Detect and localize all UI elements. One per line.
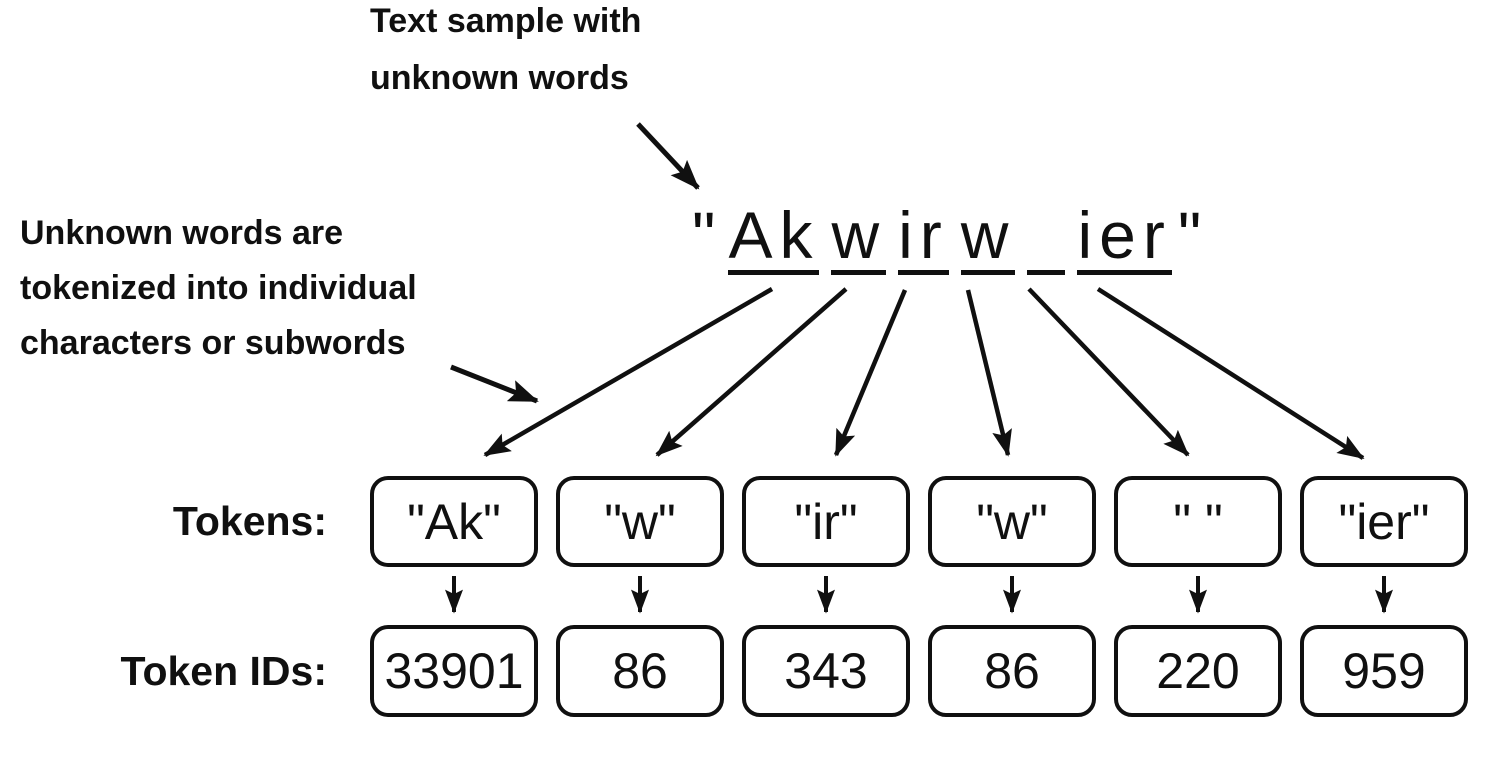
segment-arrow-5-icon	[1027, 287, 1190, 457]
token-id-box-5: 220	[1114, 625, 1282, 717]
token-id-box-6: 959	[1300, 625, 1468, 717]
open-quote: "	[692, 198, 723, 272]
sample-segment-ier: ier	[1077, 200, 1172, 275]
left-annotation: Unknown words are tokenized into individ…	[20, 206, 417, 371]
left-annotation-arrow-icon	[450, 364, 539, 404]
top-annotation-line2: unknown words	[370, 59, 629, 97]
top-annotation: Text sample with unknown words	[370, 0, 641, 107]
close-quote: "	[1177, 198, 1209, 272]
token-id-box-4: 86	[928, 625, 1096, 717]
token-box-1: "Ak"	[370, 476, 538, 567]
sample-segment-w1: w	[831, 200, 887, 275]
left-annotation-line2: tokenized into individual	[20, 269, 417, 307]
segment-arrow-1-icon	[483, 287, 774, 457]
sample-segment-space	[1027, 200, 1066, 275]
segment-arrow-6-icon	[1096, 287, 1365, 460]
top-annotation-line1: Text sample with	[370, 2, 642, 40]
top-annotation-arrow-icon	[636, 122, 700, 190]
sample-segment-w2: w	[960, 200, 1016, 275]
segment-arrow-2-icon	[655, 287, 848, 457]
token-id-box-3: 343	[742, 625, 910, 717]
segment-arrow-3-icon	[833, 289, 908, 457]
token-id-box-2: 86	[556, 625, 724, 717]
sample-segment-ir: ir	[898, 200, 949, 275]
token-id-box-1: 33901	[370, 625, 538, 717]
left-annotation-line3: characters or subwords	[20, 324, 406, 362]
token-box-4: "w"	[928, 476, 1096, 567]
token-box-3: "ir"	[742, 476, 910, 567]
segment-arrow-4-icon	[965, 289, 1012, 457]
left-annotation-line1: Unknown words are	[20, 214, 344, 252]
token-box-2: "w"	[556, 476, 724, 567]
token-box-5: " "	[1114, 476, 1282, 567]
token-box-6: "ier"	[1300, 476, 1468, 567]
tokens-label: Tokens:	[172, 498, 327, 544]
sample-segment-ak: Ak	[728, 200, 820, 275]
token-ids-label: Token IDs:	[120, 647, 327, 694]
